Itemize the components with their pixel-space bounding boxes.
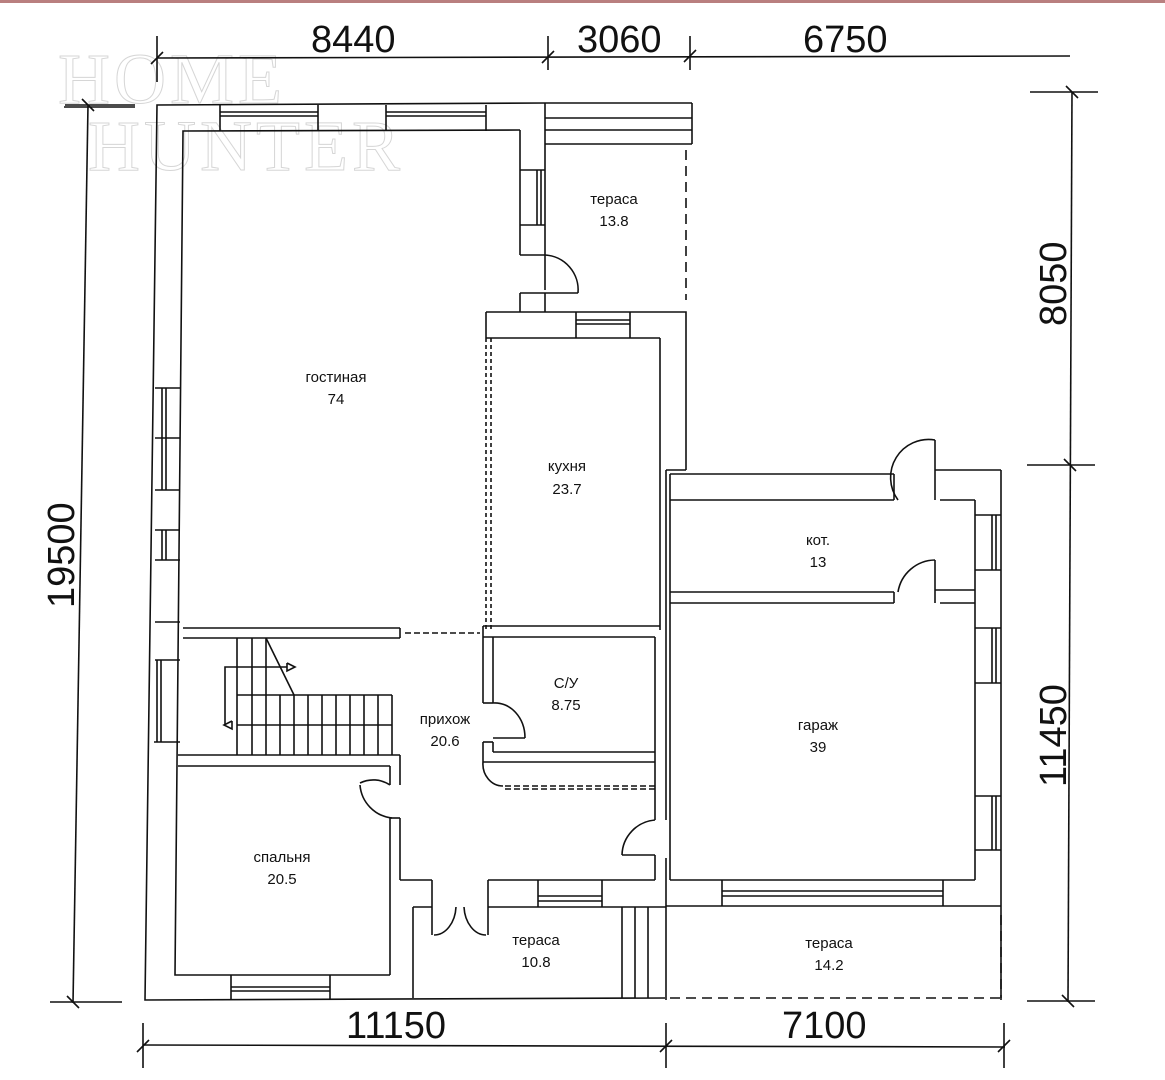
room-living-name: гостиная [306,369,367,386]
room-garage-area: 39 [810,739,827,756]
room-bathroom-name: С/У [554,675,579,692]
room-terrace-garage-area: 14.2 [814,957,843,974]
dim-top-1: 8440 [311,19,396,61]
room-garage-name: гараж [798,717,838,734]
scan-edge [0,0,1165,3]
room-living-area: 74 [328,391,345,408]
room-bedroom-area: 20.5 [267,871,296,888]
room-terrace-top-name: тераса [590,191,638,208]
dim-right-2: 11450 [1033,684,1075,787]
watermark-line1: HOME [58,39,286,119]
watermark-line2: HUNTER [88,106,404,186]
dim-right-1: 8050 [1033,241,1075,326]
room-boiler-name: кот. [806,532,830,549]
room-labels: тераса 13.8 гостиная 74 кухня 23.7 кот. … [254,191,854,974]
room-boiler-area: 13 [810,554,827,571]
room-hall-name: прихож [420,711,470,728]
room-terrace-entry-area: 10.8 [521,954,550,971]
dim-left: 19500 [41,502,83,608]
room-terrace-entry-name: тераса [512,932,560,949]
room-hall-area: 20.6 [430,733,459,750]
room-bathroom-area: 8.75 [551,697,580,714]
dim-bottom-2: 7100 [782,1005,867,1047]
room-terrace-garage-name: тераса [805,935,853,952]
dim-bottom-1: 11150 [346,1005,446,1047]
dimension-labels: 8440 3060 6750 11150 7100 19500 8050 114… [41,19,1075,1047]
watermark: HOME HUNTER [58,39,404,187]
room-terrace-top-area: 13.8 [599,213,628,230]
room-kitchen-name: кухня [548,458,586,475]
dim-top-3: 6750 [803,19,888,61]
room-bedroom-name: спальня [254,849,311,866]
dim-top-2: 3060 [577,19,662,61]
room-kitchen-area: 23.7 [552,481,581,498]
